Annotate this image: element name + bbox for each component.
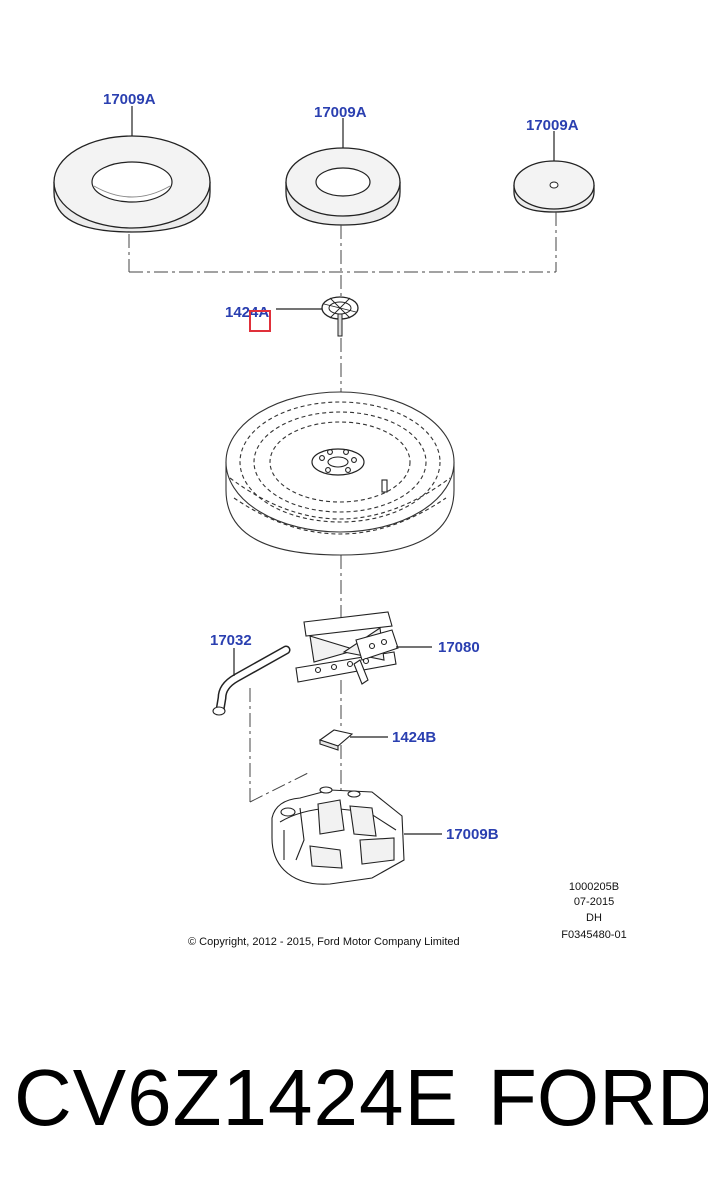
highlight-box <box>249 310 271 332</box>
retainer-bolt <box>321 296 359 337</box>
brand-name: FORD <box>488 1053 708 1142</box>
bracket <box>318 729 354 751</box>
trim-ring-medium <box>285 147 401 226</box>
callout-17009a-1[interactable]: 17009A <box>103 91 156 108</box>
parts-diagram: 17009A 17009A 17009A 1424A <box>53 91 627 948</box>
trim-disc-small <box>513 160 595 213</box>
callout-1424b[interactable]: 1424B <box>392 729 436 746</box>
callout-17009a-3[interactable]: 17009A <box>526 117 579 134</box>
spare-tire <box>225 391 455 556</box>
trim-ring-large <box>53 135 211 233</box>
drawing-initials: DH <box>586 912 602 924</box>
jack-handle <box>212 645 291 716</box>
drawing-code: 1000205B <box>569 881 619 893</box>
callout-17009a-2[interactable]: 17009A <box>314 104 367 121</box>
drawing-date: 07-2015 <box>574 896 614 908</box>
callout-17009b[interactable]: 17009B <box>446 826 499 843</box>
figure-id: F0345480-01 <box>561 929 626 941</box>
tool-tray <box>271 786 405 885</box>
scissor-jack <box>295 611 399 685</box>
callout-17080[interactable]: 17080 <box>438 639 480 656</box>
callout-17032[interactable]: 17032 <box>210 632 252 649</box>
part-number: CV6Z1424E <box>14 1053 459 1142</box>
callout-1424a[interactable]: 1424A <box>225 304 269 321</box>
copyright-notice: © Copyright, 2012 - 2015, Ford Motor Com… <box>188 936 460 948</box>
